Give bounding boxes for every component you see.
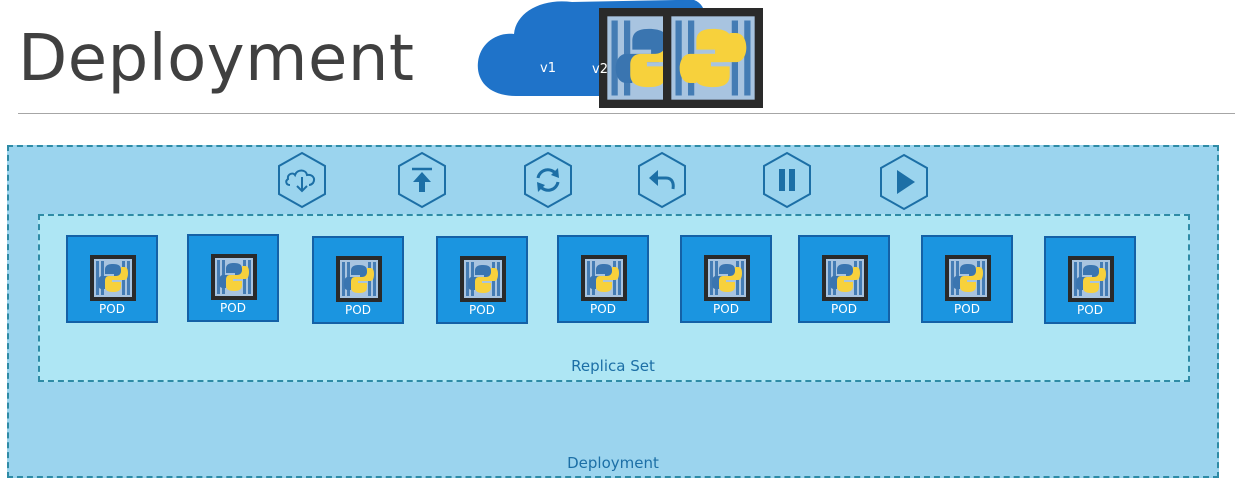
title-divider bbox=[18, 113, 1235, 114]
python-container-icon bbox=[90, 255, 136, 301]
image-version-label: v1 bbox=[540, 61, 556, 76]
undo-icon[interactable] bbox=[636, 151, 688, 209]
pod: POD bbox=[312, 236, 404, 324]
python-container-icon bbox=[581, 255, 627, 301]
refresh-icon[interactable] bbox=[522, 151, 574, 209]
pod: POD bbox=[66, 235, 158, 323]
pod-label: POD bbox=[469, 303, 495, 317]
image-version-label: v2 bbox=[592, 62, 608, 77]
cloud-download-icon[interactable] bbox=[276, 151, 328, 209]
python-container-icon bbox=[822, 255, 868, 301]
pod: POD bbox=[436, 236, 528, 324]
pod-label: POD bbox=[345, 303, 371, 317]
pod: POD bbox=[921, 235, 1013, 323]
pod-label: POD bbox=[590, 302, 616, 316]
pod: POD bbox=[798, 235, 890, 323]
python-container-icon bbox=[460, 256, 506, 302]
pod-label: POD bbox=[713, 302, 739, 316]
upload-icon[interactable] bbox=[396, 151, 448, 209]
pod-label: POD bbox=[220, 301, 246, 315]
python-container-image-icon bbox=[663, 8, 763, 108]
pod-label: POD bbox=[99, 302, 125, 316]
python-container-icon bbox=[704, 255, 750, 301]
page-title: Deployment bbox=[18, 22, 415, 96]
play-icon[interactable] bbox=[878, 153, 930, 211]
pod: POD bbox=[680, 235, 772, 323]
image-registry-cloud: v1 v2 bbox=[476, 0, 763, 108]
python-container-icon bbox=[945, 255, 991, 301]
pod-label: POD bbox=[954, 302, 980, 316]
pod: POD bbox=[557, 235, 649, 323]
pod: POD bbox=[1044, 236, 1136, 324]
python-container-icon bbox=[211, 254, 257, 300]
pod-label: POD bbox=[831, 302, 857, 316]
replica-set-label: Replica Set bbox=[571, 357, 655, 375]
pause-icon[interactable] bbox=[761, 151, 813, 209]
pod: POD bbox=[187, 234, 279, 322]
deployment-label: Deployment bbox=[567, 454, 659, 472]
pod-label: POD bbox=[1077, 303, 1103, 317]
python-container-icon bbox=[336, 256, 382, 302]
python-container-icon bbox=[1068, 256, 1114, 302]
